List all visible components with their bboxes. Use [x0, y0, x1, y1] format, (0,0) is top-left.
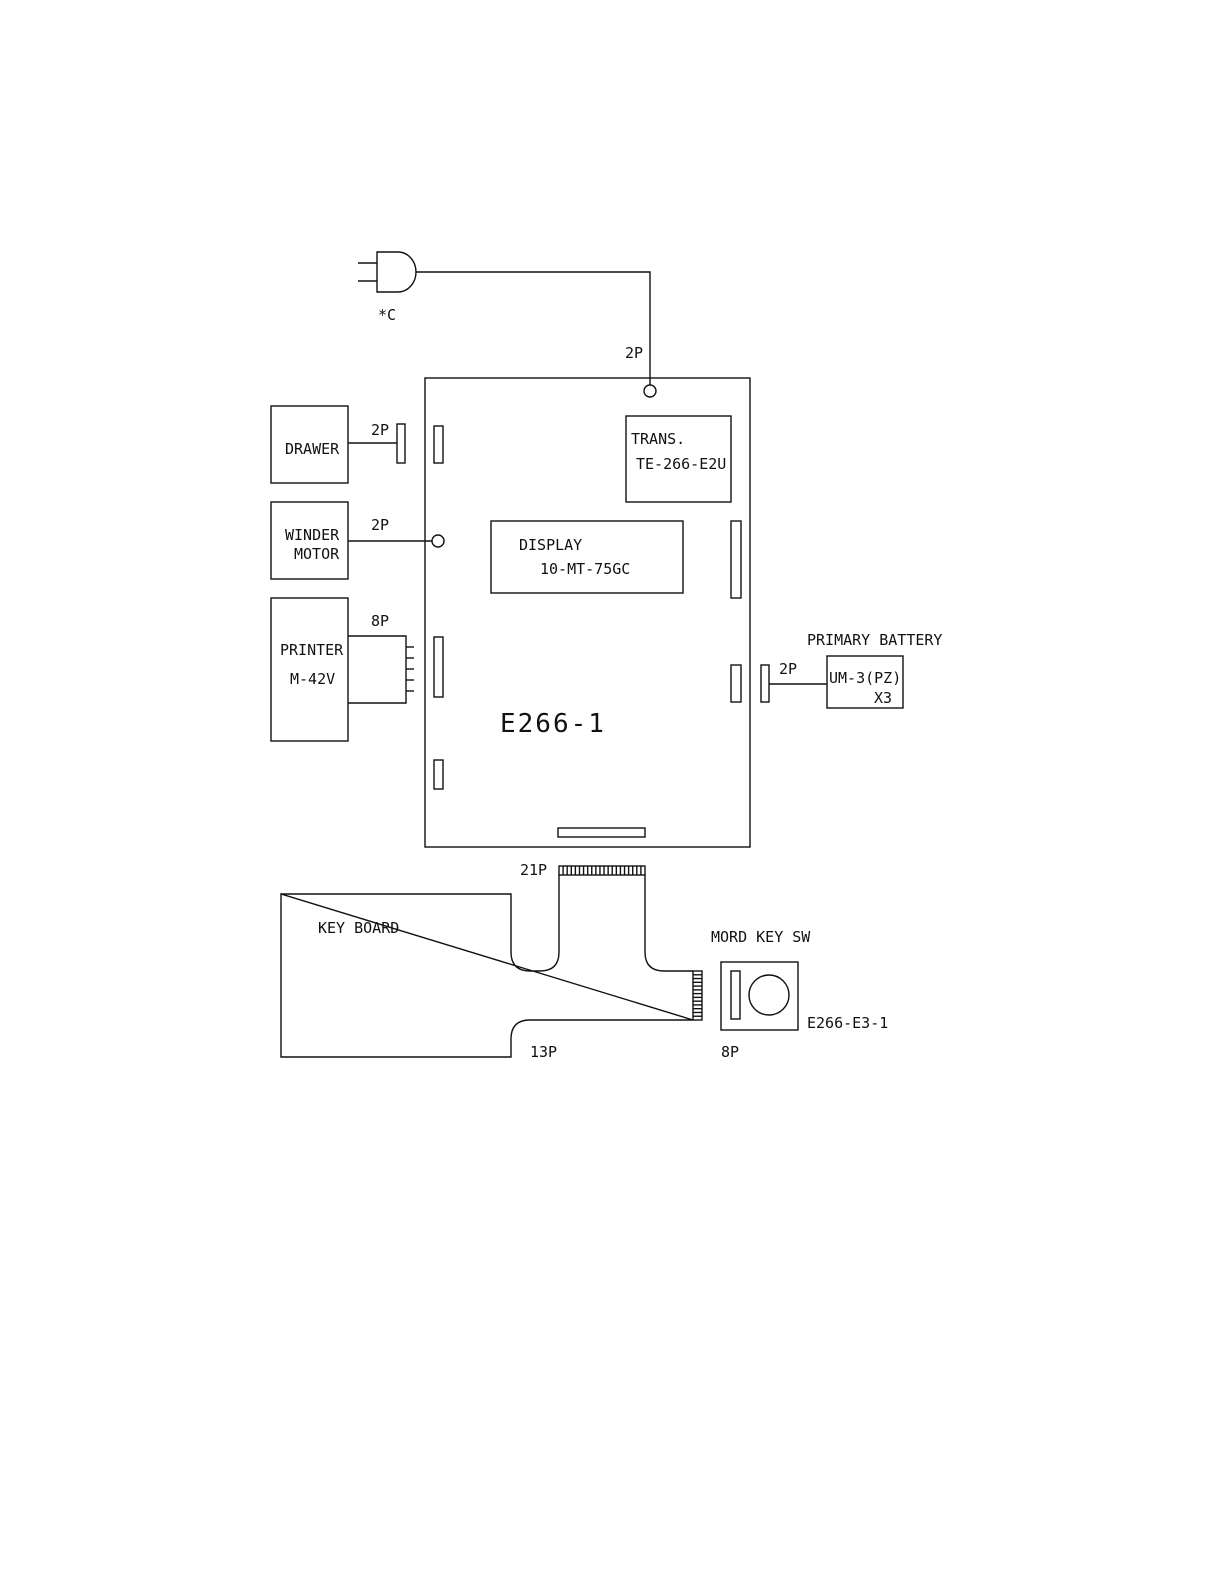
mode-key-switch-board: E266-E3-1 [807, 1014, 888, 1032]
printer-connector-pins [406, 647, 414, 691]
mode-key-switch-box [721, 962, 798, 1030]
mode-key-switch-knob [749, 975, 789, 1015]
display-model: 10-MT-75GC [540, 560, 630, 578]
connector-drawer-slot [434, 426, 443, 463]
keyboard-label: KEY BOARD [318, 919, 399, 937]
battery-line1: UM-3(PZ) [829, 669, 901, 687]
keyboard-board-outline [281, 875, 693, 1057]
connector-battery-slot [731, 665, 741, 702]
connector-display-slot [731, 521, 741, 598]
drawer-connector [397, 424, 405, 463]
battery-line2: X3 [874, 689, 892, 707]
winder-motor-connector [432, 535, 444, 547]
winder-motor-line1: WINDER [285, 526, 340, 544]
winder-motor-line2: MOTOR [294, 545, 340, 563]
transformer-model: TE-266-E2U [636, 455, 726, 473]
main-board [425, 378, 750, 847]
mode-key-switch-title: MORD KEY SW [711, 928, 811, 946]
keyboard-connector-21p-label: 21P [520, 861, 547, 879]
drawer-connector-label: 2P [371, 421, 389, 439]
battery-connector-label: 2P [779, 660, 797, 678]
mode-key-switch-connector-label: 8P [721, 1043, 739, 1061]
keyboard-connector-13p-label: 13P [530, 1043, 557, 1061]
connector-printer-slot [434, 637, 443, 697]
winder-motor-connector-label: 2P [371, 516, 389, 534]
connector-keyboard-slot [558, 828, 645, 837]
transformer-title: TRANS. [631, 430, 685, 448]
cable-connector-pins [563, 866, 641, 875]
main-board-label: E266-1 [500, 709, 606, 739]
printer-line1: PRINTER [280, 641, 344, 659]
display-title: DISPLAY [519, 536, 582, 554]
plug-label: *C [378, 306, 396, 324]
drawer-label: DRAWER [285, 440, 340, 458]
plug-connector-label: 2P [625, 344, 643, 362]
power-plug [358, 252, 656, 397]
printer-line2: M-42V [290, 670, 335, 688]
battery-title: PRIMARY BATTERY [807, 631, 942, 649]
connector-lower-slot [434, 760, 443, 789]
cable-connector-pins-13p [693, 975, 702, 1016]
display-box [491, 521, 683, 593]
battery-connector [761, 665, 769, 702]
mode-key-switch-connector [731, 971, 740, 1019]
printer-connector-label: 8P [371, 612, 389, 630]
